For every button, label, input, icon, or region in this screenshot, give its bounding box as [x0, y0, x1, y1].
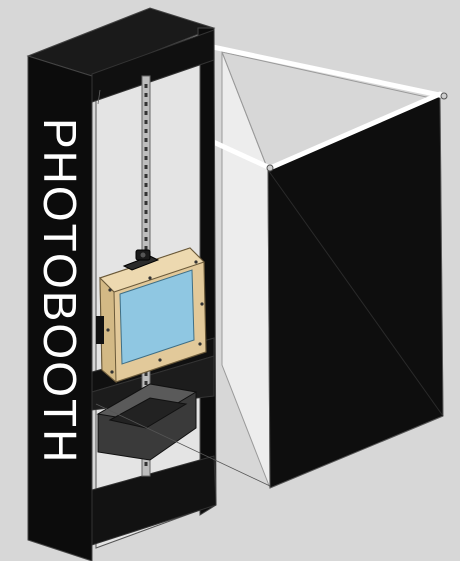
rail-hole	[144, 111, 148, 115]
backdrop-fold-line	[267, 169, 444, 417]
rail-hole	[144, 219, 148, 223]
rail-hole	[144, 462, 148, 466]
touch-screen	[119, 269, 195, 365]
rail-hole	[144, 237, 148, 241]
rail-hole	[144, 228, 148, 232]
rail-hole	[144, 93, 148, 97]
rail-hole	[144, 372, 148, 376]
booth-label: PHOTOBOOTH	[34, 118, 86, 464]
pole-cap-right	[440, 92, 448, 100]
rail-hole	[144, 246, 148, 250]
rail-hole	[144, 129, 148, 133]
rail-hole	[144, 84, 148, 88]
bottom-plinth	[91, 455, 217, 546]
printer-slot	[108, 397, 188, 429]
cross-pole	[267, 91, 443, 171]
guide-line-floor	[95, 403, 271, 487]
pole-cap-front	[266, 164, 274, 172]
rail-hole	[144, 138, 148, 142]
rail-hole	[144, 156, 148, 160]
rail-hole	[144, 120, 148, 124]
rail-hole	[144, 381, 148, 385]
rail-hole	[144, 210, 148, 214]
side-bracket	[96, 316, 104, 344]
rail-hole	[144, 192, 148, 196]
top-pole	[205, 43, 447, 99]
rail-hole	[144, 183, 148, 187]
cabinet-side-pillar	[27, 55, 93, 561]
guide-line-pole	[97, 89, 101, 105]
rail-hole	[144, 201, 148, 205]
top-shelf	[91, 29, 215, 103]
rail-hole	[144, 102, 148, 106]
rail-hole	[144, 165, 148, 169]
rail-hole	[144, 147, 148, 151]
rail-hole	[144, 174, 148, 178]
webcam-lens	[140, 252, 146, 258]
frame-screws	[106, 260, 204, 374]
